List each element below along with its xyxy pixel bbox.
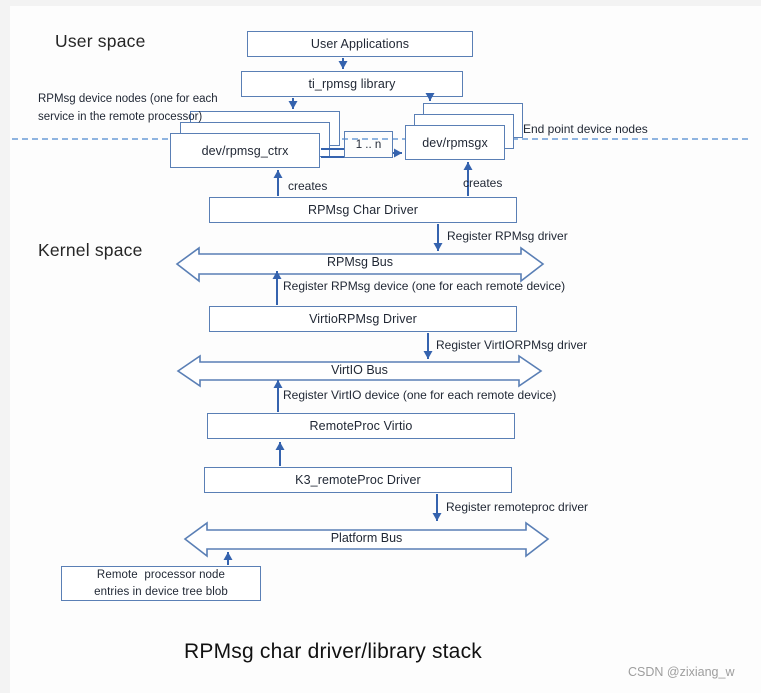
diagram-title: RPMsg char driver/library stack xyxy=(184,640,482,663)
multiplicity-box: 1 .. n xyxy=(344,131,393,158)
kernel-space-label: Kernel space xyxy=(38,240,143,260)
ti-rpmsg-library-box: ti_rpmsg library xyxy=(241,71,463,97)
rpmsg-char-driver-box: RPMsg Char Driver xyxy=(209,197,517,223)
register-rpmsg-driver-label: Register RPMsg driver xyxy=(447,229,568,243)
device-tree-box: Remote processor node entries in device … xyxy=(61,566,261,601)
user-applications-box: User Applications xyxy=(247,31,473,57)
device-tree-box-line2: entries in device tree blob xyxy=(94,585,228,598)
creates-left-label: creates xyxy=(288,179,328,193)
user-kernel-separator-line xyxy=(12,138,748,140)
creates-right-label: creates xyxy=(463,176,503,190)
k3-remoteproc-driver-box: K3_remoteProc Driver xyxy=(204,467,512,493)
rpmsg-bus-label: RPMsg Bus xyxy=(327,255,393,269)
device-tree-box-line1: Remote processor node xyxy=(96,568,226,581)
register-rpmsg-device-label: Register RPMsg device (one for each remo… xyxy=(283,279,566,293)
remoteproc-virtio-box: RemoteProc Virtio xyxy=(207,413,515,439)
user-space-label: User space xyxy=(55,31,146,51)
platform-bus-label: Platform Bus xyxy=(330,531,403,545)
watermark-text: CSDN @zixiang_w xyxy=(628,665,735,679)
register-virtio-device-label: Register VirtIO device (one for each rem… xyxy=(283,388,557,402)
device-nodes-note: RPMsg device nodes (one for each service… xyxy=(38,93,218,123)
endpoint-note: End point device nodes xyxy=(523,122,648,136)
virtio-bus-label: VirtIO Bus xyxy=(331,363,388,377)
register-virtiorpmsg-driver-label: Register VirtIORPMsg driver xyxy=(436,338,588,352)
register-remoteproc-driver-label: Register remoteproc driver xyxy=(446,500,589,514)
virtio-rpmsg-driver-box: VirtioRPMsg Driver xyxy=(209,306,517,332)
dev-rpmsg-ctrx-box: dev/rpmsg_ctrx xyxy=(170,133,320,168)
dev-rpmsgx-box: dev/rpmsgx xyxy=(405,125,505,160)
